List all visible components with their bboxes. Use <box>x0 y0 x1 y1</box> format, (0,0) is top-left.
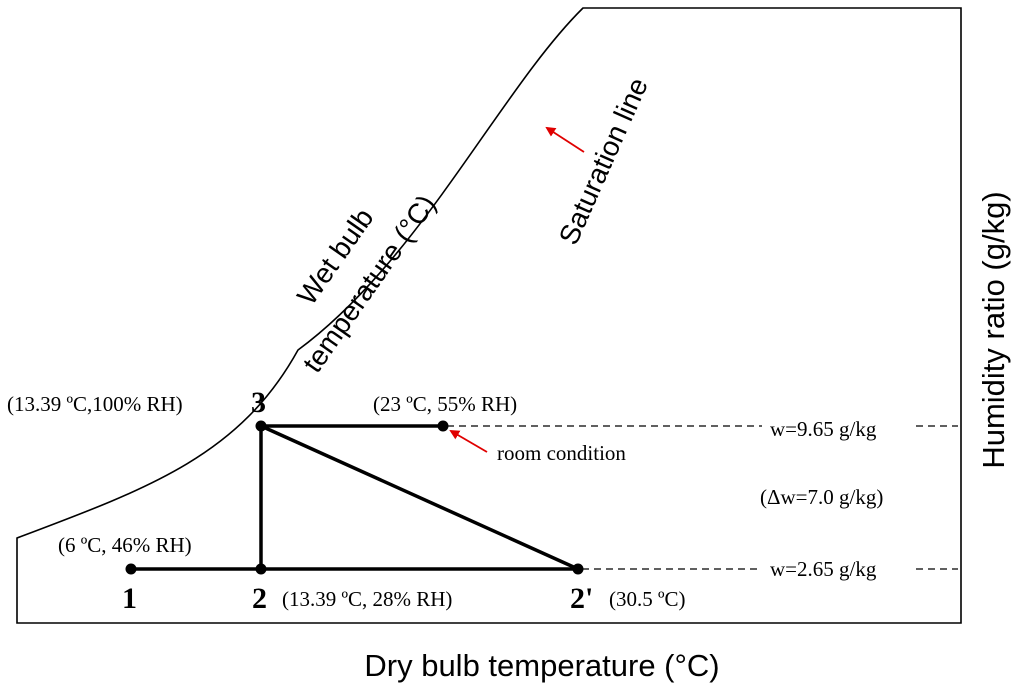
point-3-id: 3 <box>251 386 266 419</box>
point-2-dot <box>255 563 267 575</box>
x-axis-label: Dry bulb temperature (°C) <box>364 648 719 683</box>
saturation-curve-boundary <box>16 7 962 624</box>
saturation-line-label: Saturation line <box>553 73 654 249</box>
point-2-id: 2 <box>252 582 267 615</box>
lower-humidity-label: w=2.65 g/kg <box>770 557 877 581</box>
room-point-dot <box>437 420 449 432</box>
point-3-label: (13.39 ºC,100% RH) <box>7 392 183 416</box>
humidity-dashed-lines <box>447 425 958 570</box>
point-3-dot <box>255 420 267 432</box>
point-1-label: (6 ºC, 46% RH) <box>58 533 192 557</box>
point-2prime-id: 2' <box>570 582 593 615</box>
state-point-dots <box>125 420 584 575</box>
point-2prime-label: (30.5 ºC) <box>609 587 686 611</box>
point-2-label: (13.39 ºC, 28% RH) <box>282 587 452 611</box>
room-condition-note: room condition <box>497 441 626 465</box>
delta-humidity-label: (Δw=7.0 g/kg) <box>760 485 883 509</box>
point-1-dot <box>125 563 137 575</box>
upper-humidity-label: w=9.65 g/kg <box>770 417 877 441</box>
room-point-label: (23 ºC, 55% RH) <box>373 392 517 416</box>
point-2prime-dot <box>572 563 584 575</box>
point-1-id: 1 <box>122 582 137 615</box>
y-axis-label: Humidity ratio (g/kg) <box>976 191 1011 468</box>
room-condition-arrow-icon <box>449 429 488 453</box>
line-3-to-2prime <box>260 424 579 571</box>
saturation-arrow-icon <box>545 126 585 153</box>
process-lines <box>131 424 579 571</box>
